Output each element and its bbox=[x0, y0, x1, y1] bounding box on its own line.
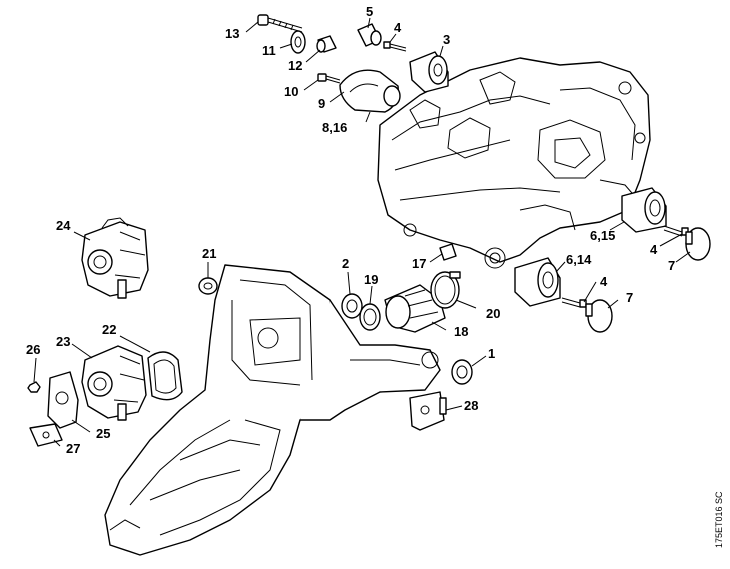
callout-23: 23 bbox=[56, 334, 70, 349]
cap-8-16 bbox=[339, 69, 401, 113]
callout-11: 11 bbox=[262, 43, 276, 58]
callout-27: 27 bbox=[66, 441, 80, 456]
ring-19 bbox=[359, 303, 381, 331]
callout-13: 13 bbox=[225, 26, 239, 41]
callout-7-lower: 7 bbox=[626, 290, 633, 305]
callout-24: 24 bbox=[56, 218, 71, 233]
reference-code: 175ET016 SC bbox=[714, 491, 724, 548]
callout-4-top: 4 bbox=[394, 20, 402, 35]
callout-labels: 13 11 12 5 4 3 10 9 8,16 24 21 2 19 17 6… bbox=[26, 4, 675, 456]
carburetor-24 bbox=[81, 217, 149, 299]
leader-lines bbox=[33, 17, 691, 447]
callout-9: 9 bbox=[318, 96, 325, 111]
plug-5 bbox=[357, 23, 382, 47]
callout-7-right: 7 bbox=[668, 258, 675, 273]
callout-4-lower: 4 bbox=[600, 274, 608, 289]
callout-19: 19 bbox=[364, 272, 378, 287]
callout-2: 2 bbox=[342, 256, 349, 271]
callout-17: 17 bbox=[412, 256, 426, 271]
callout-8-16: 8,16 bbox=[322, 120, 347, 135]
callout-21: 21 bbox=[202, 246, 216, 261]
ring-2 bbox=[341, 293, 363, 319]
screw-13 bbox=[257, 14, 303, 33]
screw-4-lower bbox=[561, 297, 587, 308]
nut-26 bbox=[27, 381, 41, 393]
callout-28: 28 bbox=[464, 398, 478, 413]
callout-10: 10 bbox=[284, 84, 298, 99]
callout-22: 22 bbox=[102, 322, 116, 337]
cap-7-lower bbox=[585, 299, 613, 333]
grommet-21 bbox=[198, 277, 218, 295]
cap-7-right bbox=[685, 227, 711, 261]
plate-25 bbox=[47, 371, 79, 429]
callout-6-14: 6,14 bbox=[566, 252, 592, 267]
av-buffer-6-14 bbox=[514, 257, 561, 307]
callout-6-15: 6,15 bbox=[590, 228, 615, 243]
crankcase bbox=[377, 57, 651, 269]
callout-25: 25 bbox=[96, 426, 110, 441]
manifold-18 bbox=[384, 284, 446, 333]
callout-12: 12 bbox=[288, 58, 302, 73]
callout-1: 1 bbox=[488, 346, 495, 361]
callout-5: 5 bbox=[366, 4, 373, 19]
carburetor-23 bbox=[81, 345, 147, 421]
callout-20: 20 bbox=[486, 306, 500, 321]
callout-4-right: 4 bbox=[650, 242, 658, 257]
gasket-22 bbox=[147, 351, 183, 401]
callout-18: 18 bbox=[454, 324, 468, 339]
screw-4-right bbox=[663, 225, 689, 237]
screw-10 bbox=[317, 73, 341, 84]
clamp-20 bbox=[430, 271, 461, 309]
sleeve-12 bbox=[316, 35, 337, 53]
bracket-28 bbox=[409, 391, 447, 431]
callout-26: 26 bbox=[26, 342, 40, 357]
screw-4-top bbox=[383, 41, 407, 52]
grommet-17 bbox=[439, 243, 457, 261]
av-buffer-3 bbox=[409, 51, 449, 93]
av-buffer-6-15 bbox=[621, 187, 667, 233]
tank-housing bbox=[104, 264, 441, 556]
washer-11 bbox=[290, 30, 306, 54]
callout-3: 3 bbox=[443, 32, 450, 47]
ring-1 bbox=[451, 359, 473, 385]
